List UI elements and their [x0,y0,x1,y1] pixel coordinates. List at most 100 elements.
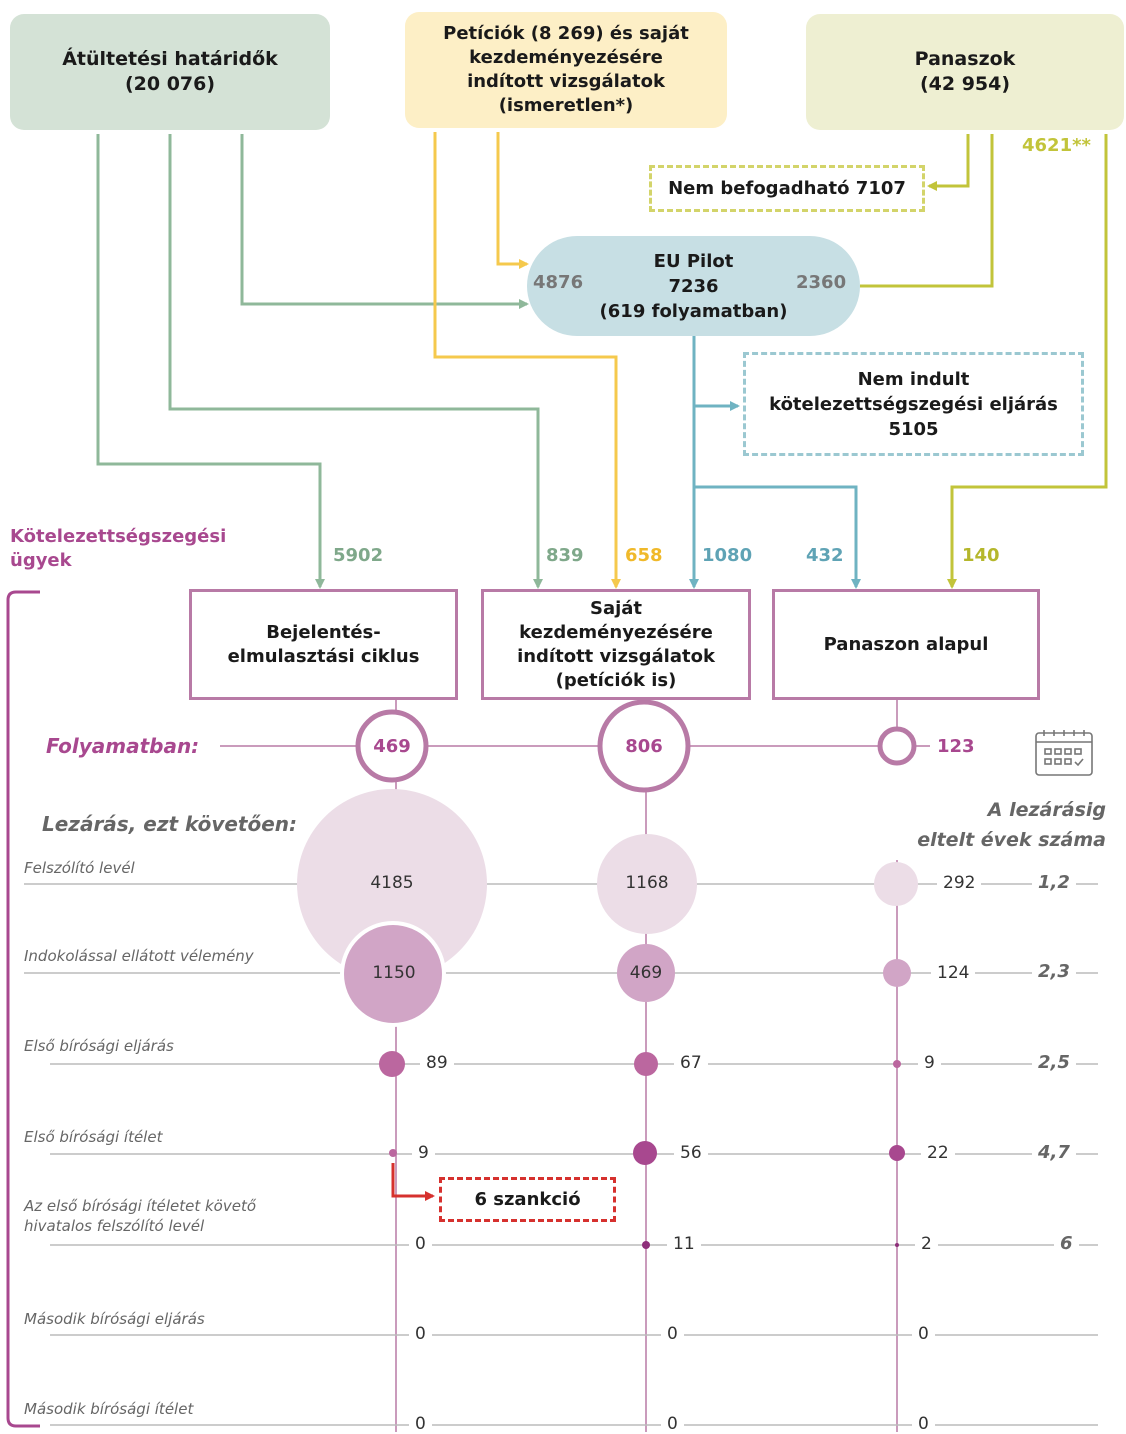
no-infringement-box: Nem indult kötelezettségszegési eljárás … [743,352,1084,456]
infringement-title-line2: ügyek [10,550,72,571]
bubble-late-4 [389,1149,397,1157]
bubble-complaint-1 [874,862,918,906]
ring-complaint [877,726,917,766]
infringement-bracket [6,590,40,1428]
value-own-5: 11 [667,1234,701,1254]
value-late-6: 0 [409,1324,432,1344]
value-complaint-1: 292 [937,873,982,893]
closure-title: Lezárás, ezt követően: [42,812,298,836]
stage-label-4: Első bírósági ítélet [24,1128,163,1146]
flow-comp-pilot [860,134,994,288]
ring-late [355,709,429,783]
sanctions-box: 6 szankció [439,1177,616,1222]
value-late-4: 9 [412,1143,435,1163]
not-admissible-box: Nem befogadható 7107 [649,165,925,212]
eu-pilot-in-right: 2360 [796,272,847,293]
infringement-title-line1: Kötelezettségszegési [10,526,227,547]
bubble-complaint-5 [895,1243,899,1247]
flow-label-trans-late: 5902 [333,545,384,566]
eu-pilot-in-progress: (619 folyamatban) [599,300,788,322]
value-own-4: 56 [674,1143,708,1163]
years-4: 4,7 [1032,1142,1076,1163]
infringement-title: Kötelezettségszegési ügyek [10,525,226,573]
category-own-line2: kezdeményezésére [519,621,713,643]
years-title-line1: A lezárásig [987,799,1106,821]
complaints-count: (42 954) [919,73,1011,95]
flow-pilot-complaint [694,485,861,589]
value-late-7: 0 [409,1414,432,1434]
value-complaint-5: 2 [915,1234,938,1254]
source-complaints: Panaszok (42 954) [806,14,1124,130]
no-infringement-line1: Nem indult [857,368,970,390]
years-title-line2: eltelt évek száma [917,829,1106,851]
flow-pet-own [433,132,621,589]
value-own-1: 1168 [619,873,675,893]
bubble-late-3 [379,1051,405,1077]
not-admissible-label: Nem befogadható 7107 [668,178,906,199]
flow-comp-direct [947,134,1108,589]
flow-label-pilot-own: 1080 [702,545,753,566]
transposition-title: Átültetési határidők [62,48,278,70]
flow-label-pet-own: 658 [625,545,663,566]
flow-trans-own [168,134,543,589]
in-progress-complaint: 123 [937,736,975,757]
flow-pet-pilot [496,132,529,269]
no-infringement-line2: kötelezettségszegési eljárás [769,393,1058,415]
years-2: 2,3 [1032,961,1076,982]
stage-label-1: Felszólító levél [24,859,135,877]
category-late-line1: Bejelentés- [266,621,381,643]
value-own-3: 67 [674,1053,708,1073]
stage-label-7: Második bírósági ítélet [24,1400,194,1418]
petitions-line3: indított vizsgálatok [467,71,665,92]
category-own-line3: indított vizsgálatok [517,645,715,667]
value-own-7: 0 [661,1414,684,1434]
eu-pilot-box: EU Pilot 7236 (619 folyamatban) [527,236,860,336]
complaints-title: Panaszok [914,48,1016,70]
bubble-own-3 [634,1052,658,1076]
no-infringement-count: 5105 [888,418,939,440]
years-title: A lezárásig eltelt évek száma [917,795,1106,855]
value-late-5: 0 [409,1234,432,1254]
petitions-line4: (ismeretlen*) [498,95,634,116]
in-progress-own: 806 [625,736,663,757]
bubble-complaint-3 [893,1060,901,1068]
flow-label-complaint-direct: 140 [962,545,1000,566]
years-3: 2,5 [1032,1052,1076,1073]
bubble-own-4 [633,1141,657,1165]
category-own: Saját kezdeményezésére indított vizsgála… [481,589,751,700]
eu-pilot-title: EU Pilot [653,250,734,272]
value-late-2: 1150 [366,963,422,983]
sanction-arrow [391,1163,435,1201]
petitions-line2: kezdeményezésére [469,47,663,68]
bubble-complaint-4 [889,1145,905,1161]
flow-trans-pilot [240,134,529,309]
source-transposition: Átültetési határidők (20 076) [10,14,330,130]
flow-trans-late [96,134,325,589]
petitions-line1: Petíciók (8 269) és saját [443,23,689,44]
stage-label-5-line1: Az első bírósági ítéletet követő [24,1197,257,1215]
sanctions-label: 6 szankció [474,1189,581,1210]
flow-label-pilot-complaint: 432 [806,545,844,566]
value-complaint-4: 22 [921,1143,955,1163]
years-1: 1,2 [1032,872,1076,893]
value-late-3: 89 [420,1053,454,1073]
stage-label-5-line2: hivatalos felszólító levél [24,1217,205,1235]
bubble-complaint-2 [883,959,911,987]
in-progress-late: 469 [373,736,411,757]
category-late: Bejelentés- elmulasztási ciklus [189,589,458,700]
value-late-1: 4185 [362,873,422,893]
flow-label-trans-own: 839 [546,545,584,566]
category-late-line2: elmulasztási ciklus [227,645,420,667]
category-complaint: Panaszon alapul [772,589,1040,700]
stage-label-3: Első bírósági eljárás [24,1037,174,1055]
eu-pilot-count: 7236 [668,275,719,297]
stage-label-5: Az első bírósági ítéletet követő hivatal… [24,1196,256,1236]
transposition-count: (20 076) [124,73,216,95]
source-petitions: Petíciók (8 269) és saját kezdeményezésé… [405,12,727,128]
years-5: 6 [1054,1233,1079,1254]
value-complaint-6: 0 [912,1324,935,1344]
value-own-2: 469 [626,963,666,983]
category-complaint-line1: Panaszon alapul [823,633,989,655]
value-own-6: 0 [661,1324,684,1344]
